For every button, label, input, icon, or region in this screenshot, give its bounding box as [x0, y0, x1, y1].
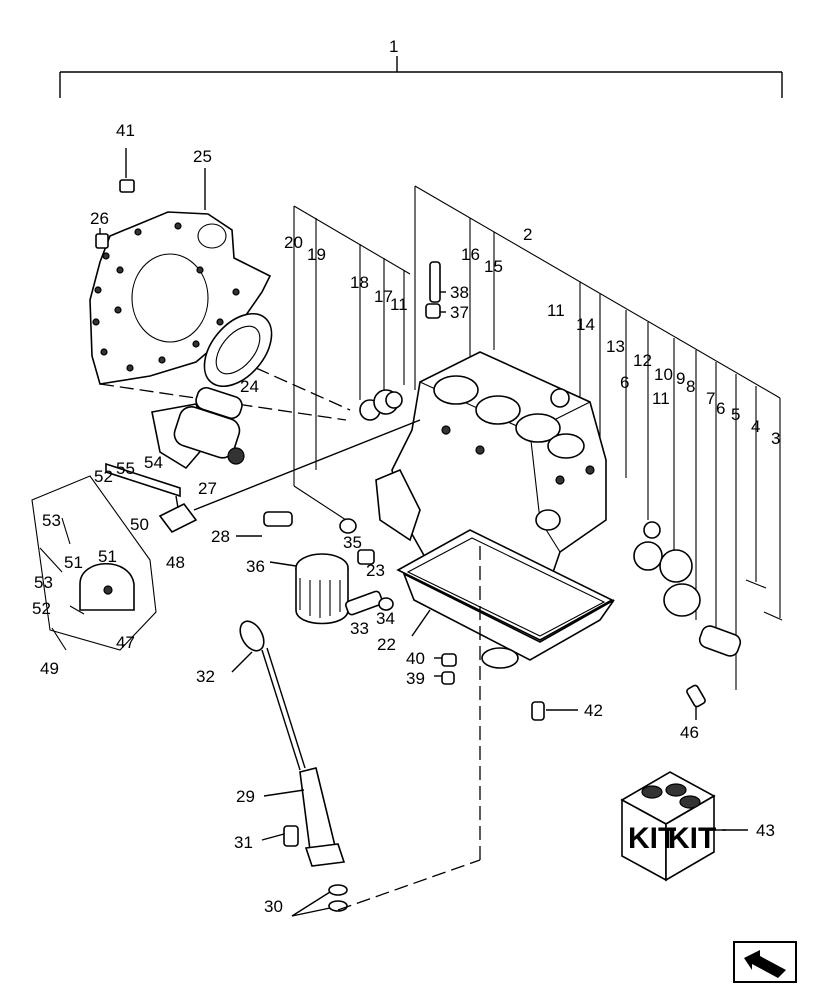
callout-29: 29 — [236, 787, 255, 806]
callout-33: 33 — [350, 619, 369, 638]
callout-15: 15 — [484, 257, 503, 276]
callout-43: 43 — [756, 821, 775, 840]
fasteners — [39, 179, 706, 847]
water-pump-assembly — [31, 419, 421, 651]
callout-6b: 6 — [716, 399, 725, 418]
callout-47: 47 — [116, 633, 135, 652]
arrow-navigation-icon[interactable] — [733, 941, 797, 983]
block-bracket — [414, 185, 781, 690]
callout-19: 19 — [307, 245, 326, 264]
callout-35: 35 — [343, 533, 362, 552]
callout-16: 16 — [461, 245, 480, 264]
kit-box: KIT KIT — [620, 771, 748, 882]
callout-7: 7 — [706, 389, 715, 408]
callout-10: 10 — [654, 365, 673, 384]
callout-28: 28 — [211, 527, 230, 546]
callout-11a: 11 — [547, 301, 565, 320]
callout-50: 50 — [130, 515, 149, 534]
callout-52a: 52 — [94, 467, 113, 486]
kit-label-right: KIT — [668, 822, 716, 855]
dipstick-assembly — [239, 540, 481, 912]
front-bracket — [293, 205, 411, 521]
callout-26: 26 — [90, 209, 109, 228]
kit-label-left: KIT — [628, 822, 676, 855]
callout-8: 8 — [686, 377, 695, 396]
oil-seal — [203, 312, 351, 411]
starter-motor — [151, 386, 245, 470]
callout-51a: 51 — [64, 553, 83, 572]
callout-14: 14 — [576, 315, 595, 334]
callout-3: 3 — [771, 429, 780, 448]
callout-17: 17 — [374, 287, 393, 306]
callout-51b: 51 — [98, 547, 117, 566]
callout-6a: 6 — [620, 373, 629, 392]
callout-55: 55 — [116, 459, 135, 478]
callout-12: 12 — [633, 351, 652, 370]
callout-37: 37 — [450, 303, 469, 322]
callout-5: 5 — [731, 405, 740, 424]
callout-46: 46 — [680, 723, 699, 742]
callout-49: 49 — [40, 659, 59, 678]
leader-arrows — [99, 148, 726, 917]
callout-54: 54 — [144, 453, 163, 472]
callout-23: 23 — [366, 561, 385, 580]
callout-labels: 1 2 3 4 5 6 6 7 8 9 10 12 13 14 11 11 11… — [32, 37, 780, 916]
callout-53a: 53 — [42, 511, 61, 530]
callout-30: 30 — [264, 897, 283, 916]
oil-filter — [295, 553, 349, 625]
oil-pan — [396, 529, 615, 669]
assembly-bracket — [59, 56, 783, 98]
callout-34: 34 — [376, 609, 395, 628]
callout-31: 31 — [234, 833, 253, 852]
callout-27: 27 — [198, 479, 217, 498]
callout-32: 32 — [196, 667, 215, 686]
callout-25: 25 — [193, 147, 212, 166]
callout-36: 36 — [246, 557, 265, 576]
callout-53b: 53 — [34, 573, 53, 592]
callout-40: 40 — [406, 649, 425, 668]
callout-22: 22 — [377, 635, 396, 654]
callout-42: 42 — [584, 701, 603, 720]
callout-52b: 52 — [32, 599, 51, 618]
flywheel-housing-plate — [89, 211, 347, 421]
callout-41: 41 — [116, 121, 135, 140]
callout-13: 13 — [606, 337, 625, 356]
callout-38: 38 — [450, 283, 469, 302]
callout-24: 24 — [240, 377, 259, 396]
bearings — [633, 521, 783, 657]
callout-20: 20 — [284, 233, 303, 252]
callout-2: 2 — [523, 225, 532, 244]
callout-4: 4 — [751, 417, 760, 436]
callout-1: 1 — [389, 37, 398, 56]
callout-18: 18 — [350, 273, 369, 292]
callout-11c: 11 — [390, 295, 408, 314]
callout-39: 39 — [406, 669, 425, 688]
callout-48: 48 — [166, 553, 185, 572]
callout-9: 9 — [676, 369, 685, 388]
callout-11b: 11 — [652, 389, 670, 408]
